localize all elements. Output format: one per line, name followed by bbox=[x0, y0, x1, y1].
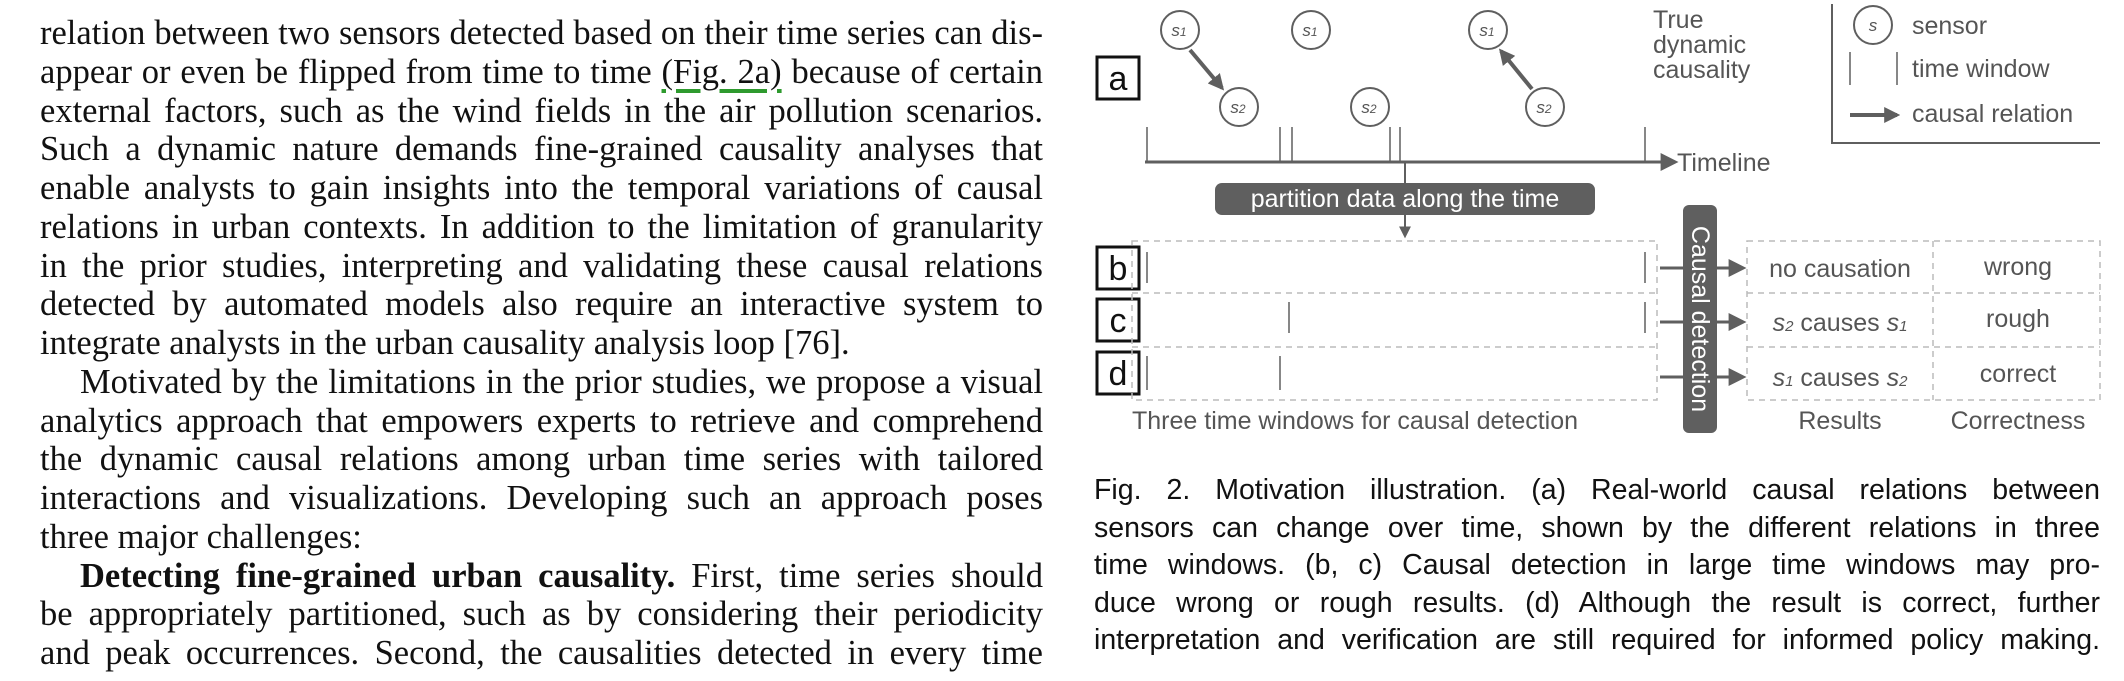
legend-causal-relation-label: causal relation bbox=[1912, 100, 2073, 128]
text-line: enable analysts to gain insights into th… bbox=[40, 169, 1043, 207]
results-header: Results bbox=[1798, 407, 1881, 435]
svg-text:s1: s1 bbox=[1479, 21, 1494, 40]
figure-reference-link[interactable]: (Fig. 2a) bbox=[661, 52, 782, 91]
text-span: appear or even be flipped from time to t… bbox=[40, 52, 662, 91]
text-line: integrate analysts in the urban causalit… bbox=[40, 324, 850, 362]
figure-caption: Fig. 2. Motivation illustration. (a) Rea… bbox=[1094, 472, 2100, 660]
panel-label-box-d bbox=[1095, 350, 1141, 396]
text-line: relation between two sensors detected ba… bbox=[40, 14, 1043, 52]
paragraph-heading: Detecting fine-grained urban causality. bbox=[80, 556, 676, 595]
caption-line: time windows. (b, c) Causal detection in… bbox=[1094, 549, 2100, 581]
time-window-ticks bbox=[1146, 127, 1646, 162]
legend-time-window-label: time window bbox=[1912, 55, 2050, 83]
causal-arrow bbox=[1498, 48, 1534, 91]
text-line: analytics approach that empowers experts… bbox=[40, 401, 1043, 440]
timeline-label: Timeline bbox=[1677, 149, 1771, 177]
text-line: in the prior studies, interpreting and v… bbox=[40, 246, 1043, 285]
body-text-column: relation between two sensors detected ba… bbox=[40, 14, 1043, 673]
result-b: no causation bbox=[1769, 255, 1911, 283]
sensor-node bbox=[1219, 87, 1259, 127]
correctness-header: Correctness bbox=[1951, 407, 2086, 435]
causal-detection-label: Causal detection bbox=[1686, 226, 1714, 412]
sensor-icon bbox=[1853, 5, 1893, 45]
svg-text:s2: s2 bbox=[1230, 98, 1246, 117]
correctness-b: wrong bbox=[1983, 253, 2052, 281]
text-line: and peak occurrences. Second, the causal… bbox=[40, 634, 1043, 672]
text-line: be appropriately partitioned, such as by… bbox=[40, 595, 1043, 634]
sensor-node bbox=[1160, 10, 1200, 50]
partition-label-box bbox=[1215, 183, 1595, 215]
panel-label-box-b bbox=[1095, 245, 1141, 291]
correctness-c: rough bbox=[1986, 305, 2050, 333]
sensor-node bbox=[1468, 10, 1508, 50]
text-line: Such a dynamic nature demands fine-grain… bbox=[40, 130, 1043, 169]
sensor-node bbox=[1525, 87, 1565, 127]
text-line: detected by automated models also requir… bbox=[40, 285, 1043, 324]
caption-line: sensors can change over time, shown by t… bbox=[1094, 511, 2100, 544]
svg-text:s2: s2 bbox=[1536, 98, 1552, 117]
panel-label: c bbox=[1110, 302, 1127, 340]
windows-frame bbox=[1131, 240, 1658, 401]
result-c: s2 causes s1 bbox=[1773, 309, 1908, 337]
partition-label: partition data along the time bbox=[1251, 185, 1560, 213]
text-line: relations in urban contexts. In addition… bbox=[40, 207, 1043, 246]
svg-text:s1: s1 bbox=[1302, 21, 1317, 40]
sensor-node bbox=[1291, 10, 1331, 50]
svg-text:s: s bbox=[1869, 16, 1878, 35]
true-title-line: dynamic bbox=[1653, 31, 1746, 59]
panel-label: d bbox=[1109, 355, 1128, 393]
legend-sensor-label: sensor bbox=[1912, 12, 1987, 40]
caption-line: Fig. 2. Motivation illustration. (a) Rea… bbox=[1094, 474, 2100, 506]
results-frame bbox=[1746, 240, 2101, 401]
window-boundaries bbox=[1146, 252, 1646, 390]
result-d: s1 causes s2 bbox=[1773, 364, 1908, 392]
true-title-line: causality bbox=[1653, 56, 1751, 84]
text-line: appear or even be flipped from time to t… bbox=[40, 53, 1043, 92]
legend-frame bbox=[1831, 4, 2100, 144]
sensor-node bbox=[1350, 87, 1390, 127]
causal-arrow bbox=[1188, 48, 1225, 91]
text-span: because of certain bbox=[781, 52, 1043, 91]
text-line: Motivated by the limitations in the prio… bbox=[80, 362, 1043, 401]
panel-label-box-c bbox=[1095, 297, 1141, 343]
caption-line: duce wrong or rough results. (d) Althoug… bbox=[1094, 586, 2100, 619]
caption-line: interpretation and verification are stil… bbox=[1094, 624, 2100, 656]
windows-caption: Three time windows for causal detection bbox=[1132, 407, 1578, 435]
text-line: Detecting fine-grained urban causality. … bbox=[40, 557, 1043, 596]
panel-label: b bbox=[1109, 250, 1128, 288]
svg-text:s1: s1 bbox=[1171, 21, 1186, 40]
true-title-line: True bbox=[1653, 6, 1703, 34]
correctness-d: correct bbox=[1980, 360, 2056, 388]
text-line: interactions and visualizations. Develop… bbox=[40, 479, 1043, 517]
sensor-labels: s1 s1 s1 s2 s2 s2 s bbox=[1171, 16, 1877, 117]
panel-label-box-a bbox=[1095, 55, 1141, 101]
text-line: the dynamic causal relations among urban… bbox=[40, 440, 1043, 479]
text-line: three major challenges: bbox=[40, 517, 362, 556]
svg-text:s2: s2 bbox=[1361, 98, 1377, 117]
text-span: First, time series should bbox=[675, 556, 1043, 595]
panel-label: a bbox=[1109, 60, 1128, 98]
text-line: external factors, such as the wind field… bbox=[40, 91, 1043, 130]
